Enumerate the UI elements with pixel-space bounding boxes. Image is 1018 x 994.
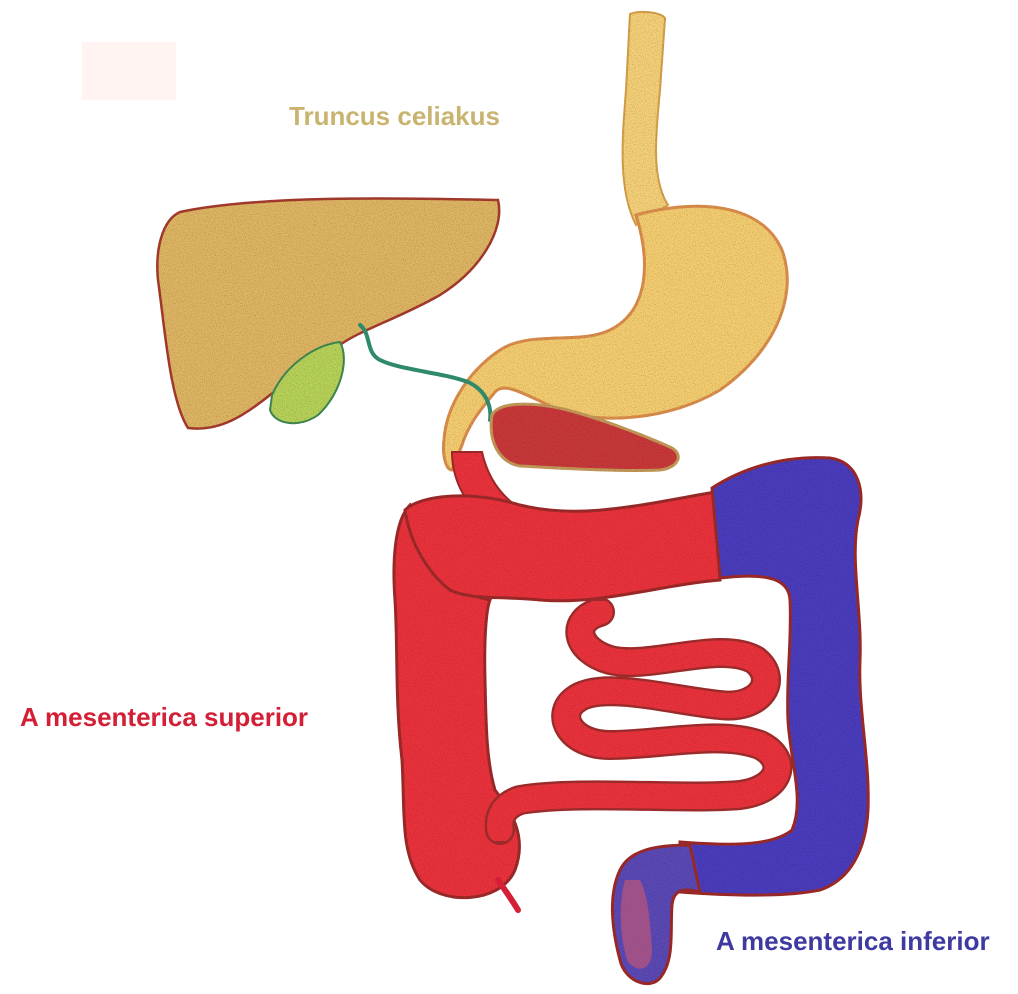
background-artifact: [82, 42, 176, 100]
transverse-colon-superior: [405, 492, 720, 601]
appendix: [498, 880, 518, 910]
label-truncus-celiakus: Truncus celiakus: [289, 103, 500, 129]
label-mesenterica-superior: A mesenterica superior: [20, 704, 308, 730]
esophagus: [623, 12, 668, 225]
small-intestine-fill: [500, 612, 778, 830]
label-mesenterica-inferior: A mesenterica inferior: [716, 928, 990, 954]
